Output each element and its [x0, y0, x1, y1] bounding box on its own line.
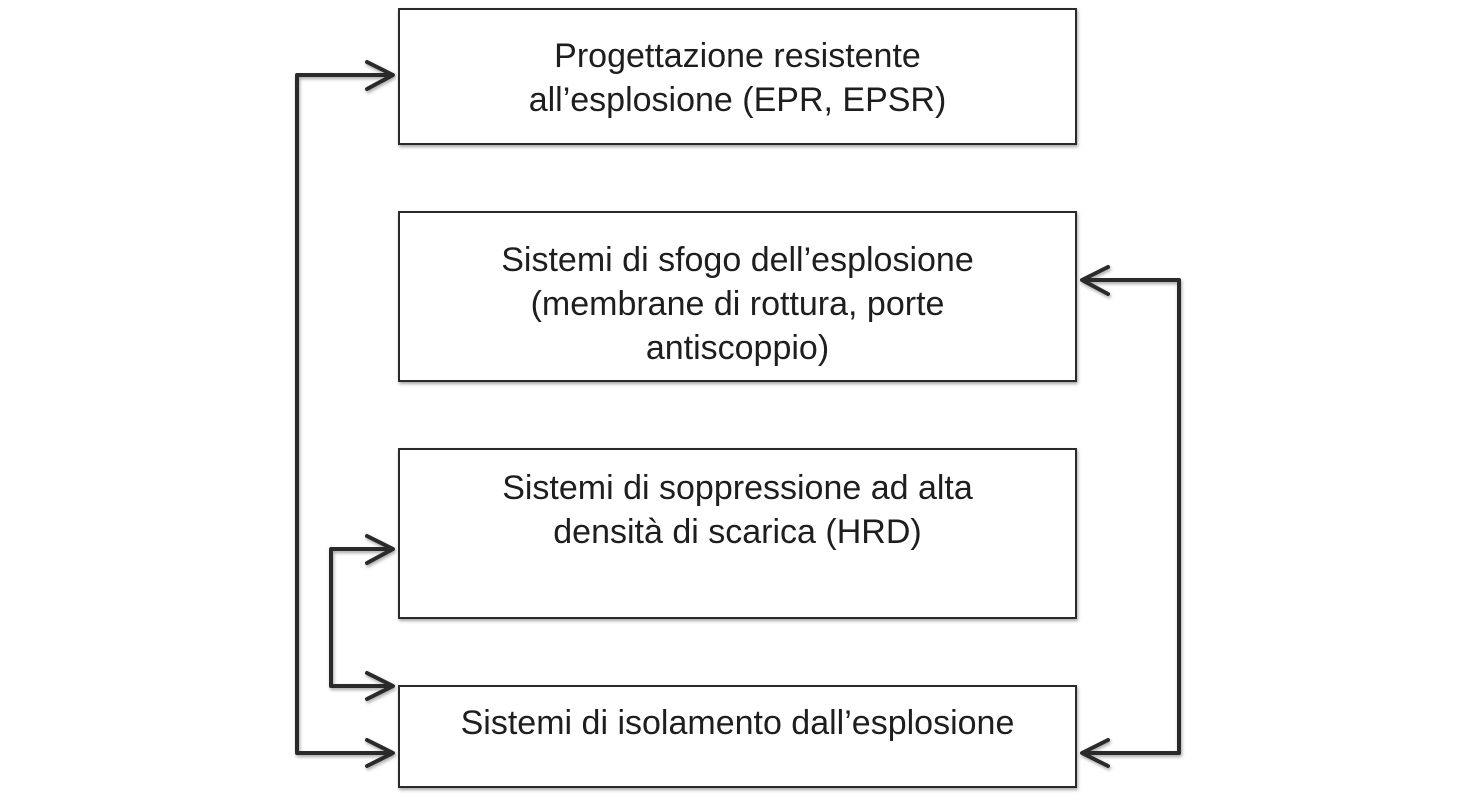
box-text-line: (membrane di rottura, porte — [530, 285, 945, 323]
arrowhead-left-outer-top — [365, 60, 395, 91]
arrowhead-left-inner-top — [365, 534, 395, 565]
box-text-line: antiscoppio) — [645, 329, 830, 367]
box-explosion-isolation: Sistemi di isolamento dall’esplosione — [398, 685, 1077, 788]
box-text-line: densità di scarica (HRD) — [553, 513, 922, 551]
connector-left-outer — [295, 73, 392, 755]
arrowhead-right-top — [1080, 265, 1110, 296]
connector-left-inner — [329, 547, 392, 688]
arrowhead-left-inner-bottom — [365, 671, 395, 701]
arrowhead-left-outer-bottom — [365, 738, 395, 768]
box-explosion-venting: Sistemi di sfogo dell’esplosione (membra… — [398, 211, 1077, 382]
box-text-line: all’esplosione (EPR, EPSR) — [528, 81, 947, 119]
box-text-line: Progettazione resistente — [554, 37, 921, 75]
box-explosion-resistant-design: Progettazione resistente all’esplosione … — [398, 8, 1077, 145]
connector-right — [1083, 278, 1181, 755]
box-text-line: Sistemi di sfogo dell’esplosione — [501, 241, 974, 279]
box-explosion-suppression: Sistemi di soppressione ad alta densità … — [398, 448, 1077, 619]
box-text-line: Sistemi di soppressione ad alta — [502, 469, 973, 507]
box-text-line: Sistemi di isolamento dall’esplosione — [460, 704, 1015, 742]
arrowhead-right-bottom — [1080, 738, 1110, 768]
